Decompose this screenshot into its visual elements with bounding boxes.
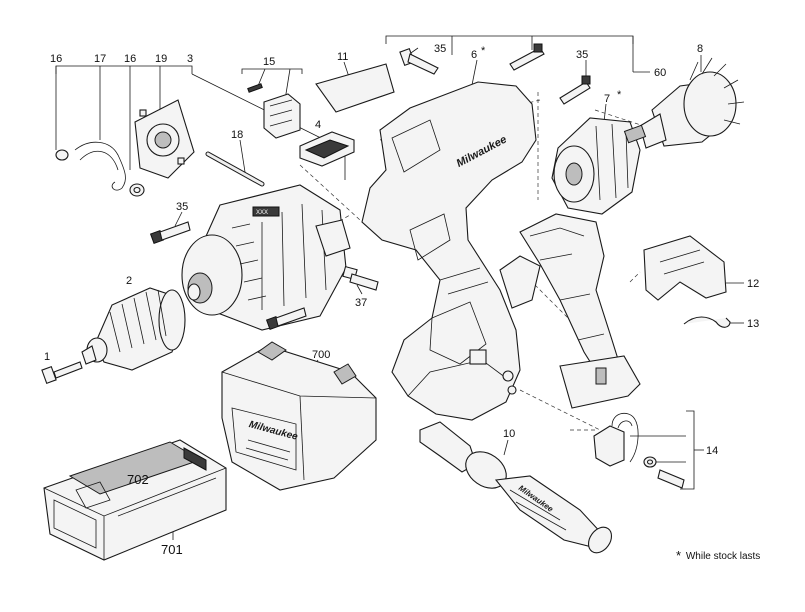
callout-37: 37 <box>355 297 367 309</box>
carry-case-part: Milwaukee <box>221 341 377 491</box>
clip-spring-parts <box>55 141 145 197</box>
gearbox-part: XXX <box>181 184 351 331</box>
callout-701: 701 <box>161 542 183 557</box>
callout-8: 8 <box>697 43 703 55</box>
screw-35-top <box>399 48 439 75</box>
callout-7-star: * <box>617 89 622 101</box>
chuck-part <box>81 287 186 371</box>
gear-plate-part <box>134 99 195 179</box>
callout-13: 13 <box>747 318 759 330</box>
callout-10: 10 <box>503 428 515 440</box>
screw-35-mid <box>509 43 545 71</box>
callout-18: 18 <box>231 129 243 141</box>
case-insert-part <box>43 439 227 561</box>
callout-16-right: 16 <box>124 53 136 65</box>
callout-labels: 16 17 16 19 3 15 11 18 4 35 6 * 35 8 60 … <box>44 43 759 557</box>
switch-trigger-part <box>643 235 727 301</box>
stock-footnote: * While stock lasts <box>676 548 760 563</box>
callout-4: 4 <box>315 119 321 131</box>
stator-part <box>551 117 641 215</box>
callout-35-right: 35 <box>576 49 588 61</box>
callout-35-left: 35 <box>176 201 188 213</box>
callout-3: 3 <box>187 53 193 65</box>
callout-700: 700 <box>312 349 330 361</box>
callout-17: 17 <box>94 53 106 65</box>
screw-35-left <box>149 221 191 245</box>
callout-6-star: * <box>481 45 486 57</box>
side-handle-part: Milwaukee <box>419 421 613 554</box>
screw-35-right <box>559 75 591 105</box>
slide-bracket-part <box>299 131 355 167</box>
callout-16-left: 16 <box>50 53 62 65</box>
callout-12: 12 <box>747 278 759 290</box>
callout-60: 60 <box>654 67 666 79</box>
spring-clip-part <box>683 316 731 328</box>
callout-1: 1 <box>44 351 50 363</box>
footnote-text: While stock lasts <box>685 551 761 562</box>
housing-part: Milwaukee <box>361 81 537 421</box>
svg-text:XXX: XXX <box>256 210 268 216</box>
callout-19: 19 <box>155 53 167 65</box>
callout-11: 11 <box>337 51 348 63</box>
callout-702: 702 <box>127 472 149 487</box>
label-card-part <box>315 63 395 113</box>
screw-37 <box>342 265 379 291</box>
belt-hook-part <box>593 412 685 489</box>
footnote-star: * <box>676 548 682 563</box>
callout-15: 15 <box>263 56 275 68</box>
electronics-base-part <box>499 213 641 409</box>
callout-7: 7 <box>604 93 610 105</box>
chuck-screw-part <box>41 361 83 384</box>
callout-14: 14 <box>706 445 718 457</box>
rotor-fan-part <box>623 57 745 149</box>
callout-2: 2 <box>126 275 132 287</box>
callout-35-top: 35 <box>434 43 446 55</box>
switch-block-part <box>247 83 301 139</box>
screw-lower-mid <box>265 307 307 331</box>
callout-6: 6 <box>471 49 477 61</box>
screws <box>149 43 591 331</box>
